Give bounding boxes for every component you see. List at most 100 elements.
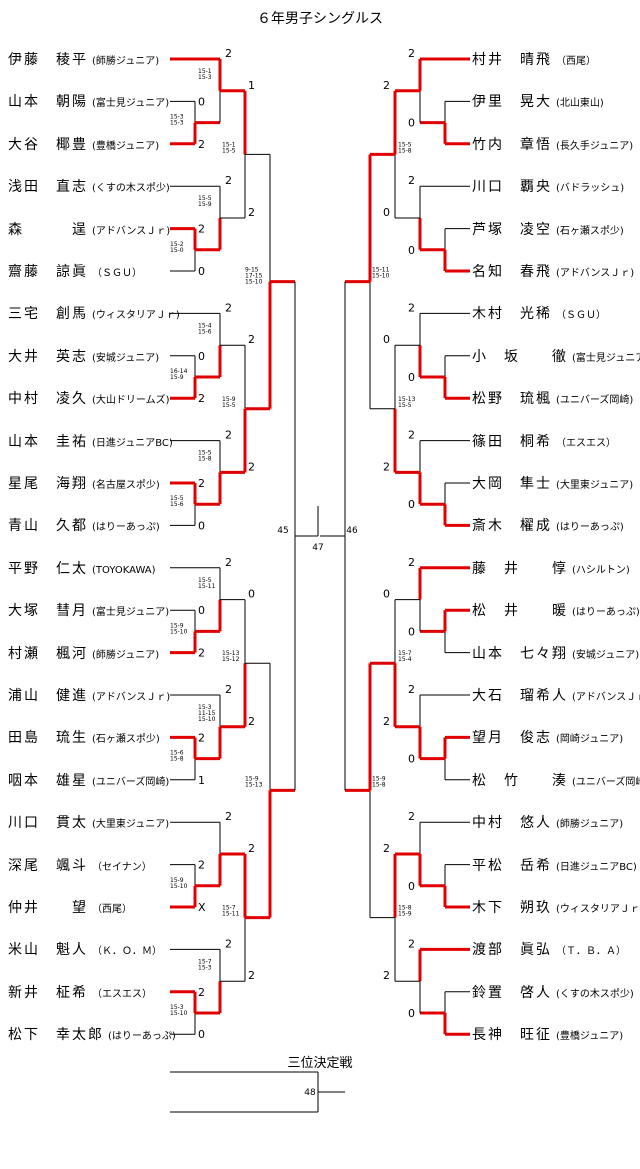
player-name: 大石 瑠希人 <box>472 688 568 704</box>
game-count: 2 <box>198 223 205 236</box>
player-name: 篠田 桐希 <box>472 433 552 450</box>
set-score: 15-13 <box>245 781 263 788</box>
player-club: (安城ジュニア) <box>572 649 640 661</box>
left-player-20: 深尾 颯斗（セイナン） <box>8 854 152 876</box>
player-club: (師勝ジュニア) <box>556 819 624 831</box>
left-player-11: 星尾 海翔(名古屋スポ少) <box>8 472 160 494</box>
set-score: 15-10 <box>372 273 390 280</box>
set-score: 15-5 <box>198 450 212 457</box>
player-name: 田島 琉生 <box>8 730 88 747</box>
set-score: 15-3 <box>170 114 184 121</box>
right-player-22: 渡部 眞弘 （Ｔ．Ｂ．Ａ） <box>472 938 626 960</box>
set-score: 15-12 <box>222 656 240 663</box>
game-count: 0 <box>408 244 415 257</box>
right-player-4: 川口 覇央(バドラッシュ) <box>472 175 624 197</box>
left-player-2: 山本 朝陽(富士見ジュニア) <box>8 90 169 112</box>
player-name: 新井 柾希 <box>8 984 88 1001</box>
right-player-20: 平松 岳希(日進ジュニアBC) <box>472 854 637 876</box>
player-name: 松 竹 湊 <box>472 772 568 789</box>
set-score: 11-15 <box>198 710 216 717</box>
player-club: (師勝ジュニア) <box>92 56 160 67</box>
player-name: 森 逞 <box>8 221 88 238</box>
player-club: (富士見ジュニア) <box>92 98 170 110</box>
player-club: （Ｔ．Ｂ．Ａ） <box>556 946 626 958</box>
set-score: 15-3 <box>198 704 212 711</box>
game-count: 1 <box>198 774 205 787</box>
player-name: 川口 貫太 <box>8 815 88 832</box>
player-name: 渡部 眞弘 <box>472 942 552 959</box>
game-count: 0 <box>408 1007 415 1020</box>
set-score: 15-6 <box>170 501 184 508</box>
player-name: 平松 岳希 <box>472 857 552 874</box>
left-player-9: 中村 凌久(大山ドリームズ) <box>8 387 170 409</box>
player-name: 浦山 健進 <box>8 688 88 704</box>
set-score: 15-7 <box>198 958 212 965</box>
player-club: (大里東ジュニア) <box>92 819 170 831</box>
left-player-23: 新井 柾希（エスエス） <box>8 981 152 1003</box>
game-count: 2 <box>408 174 415 187</box>
player-club: (TOYOKAWA) <box>92 564 156 576</box>
player-club: (ユニバーズ岡崎) <box>92 776 170 788</box>
set-score: 15-3 <box>170 120 184 127</box>
set-score: 15-8 <box>198 456 212 463</box>
game-count: 2 <box>198 477 205 490</box>
set-score: 9-15 <box>245 267 259 274</box>
right-player-24: 長神 旺征(豊橋ジュニア) <box>472 1023 623 1045</box>
player-club: （西尾） <box>556 56 596 67</box>
game-count: 2 <box>198 138 205 151</box>
game-count: 0 <box>198 1028 205 1041</box>
game-count: 2 <box>383 715 390 728</box>
left-player-3: 大谷 椰豊(豊橋ジュニア) <box>8 133 159 155</box>
player-name: 山本 圭祐 <box>8 433 88 450</box>
set-score: 15-7 <box>398 650 412 657</box>
game-count: 2 <box>408 556 415 569</box>
player-club: (豊橋ジュニア) <box>556 1031 624 1043</box>
game-count: 2 <box>225 810 232 823</box>
player-name: 山本 七々翔 <box>472 645 568 662</box>
set-score: 15-1 <box>222 141 236 148</box>
right-player-19: 中村 悠人(師勝ジュニア) <box>472 811 623 833</box>
set-score: 15-5 <box>398 402 412 409</box>
game-count: 0 <box>408 753 415 766</box>
player-club: （Ｋ．Ｏ．Ｍ） <box>92 946 162 958</box>
right-player-5: 芦塚 凌空 (石ヶ瀬スポ少) <box>472 218 624 240</box>
player-name: 木下 朔玖 <box>472 900 552 916</box>
set-score: 17-15 <box>245 273 263 280</box>
left-player-6: 齋藤 諒眞（ＳＧＵ） <box>8 260 142 282</box>
player-club: (ユニバーズ岡崎) <box>572 776 640 788</box>
set-score: 15-10 <box>170 883 188 890</box>
set-score: 15-9 <box>170 374 184 381</box>
set-score: 15-0 <box>170 247 184 254</box>
game-count: 0 <box>408 880 415 893</box>
set-score: 15-13 <box>398 396 416 403</box>
left-player-22: 米山 魁人 （Ｋ．Ｏ．Ｍ） <box>8 938 162 960</box>
game-count: 1 <box>248 79 255 92</box>
right-player-1: 村井 晴飛（西尾） <box>472 48 596 70</box>
game-count: 2 <box>383 460 390 473</box>
game-count: 0 <box>198 265 205 278</box>
player-club: (石ヶ瀬スポ少) <box>556 225 624 237</box>
right-player-8: 小 坂 徹(富士見ジュニア) <box>472 345 640 367</box>
set-score: 15-1 <box>198 68 212 75</box>
set-score: 15-9 <box>222 396 236 403</box>
player-name: 米山 魁人 <box>8 942 88 959</box>
player-name: 芦塚 凌空 <box>472 221 552 238</box>
player-club: (ハシルトン) <box>572 564 630 576</box>
match-number: 47 <box>312 543 323 553</box>
game-count: 0 <box>383 333 390 346</box>
player-club: (長久手ジュニア) <box>556 140 634 152</box>
player-club: (岡崎ジュニア) <box>556 734 624 746</box>
player-name: 平野 仁太 <box>8 560 88 577</box>
game-count: 2 <box>198 647 205 660</box>
player-name: 松下 幸太郎 <box>8 1027 104 1044</box>
set-score: 15-11 <box>198 583 216 590</box>
game-count: 0 <box>198 95 205 108</box>
set-score: 15-5 <box>198 577 212 584</box>
game-count: 2 <box>198 986 205 999</box>
player-club: (アドバンスＪｒ) <box>556 268 635 279</box>
set-score: 15-9 <box>245 775 259 782</box>
player-name: 三宅 創馬 <box>8 306 88 323</box>
player-club: (くすの木スポ少) <box>556 988 634 1000</box>
set-score: 15-7 <box>222 905 236 912</box>
